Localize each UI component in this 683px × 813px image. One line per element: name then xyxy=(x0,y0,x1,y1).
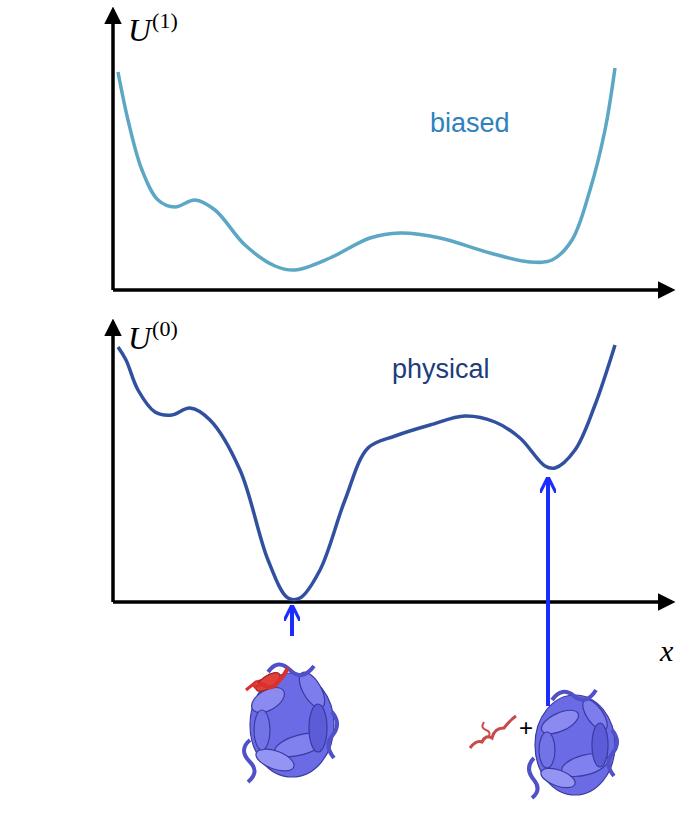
free-protein xyxy=(529,690,617,798)
y-axis xyxy=(111,322,115,602)
protein-peptide-complex xyxy=(244,664,337,782)
free-peptide xyxy=(470,716,516,748)
state-arrow xyxy=(290,608,294,636)
x-axis xyxy=(113,600,672,604)
curve-label: physical xyxy=(392,356,490,383)
axis-symbol: U xyxy=(128,14,151,46)
plus-sign: + xyxy=(519,716,533,740)
axis-superscript: (1) xyxy=(152,10,178,32)
y-axis xyxy=(111,10,115,290)
axis-symbol: x xyxy=(660,636,673,666)
axis-symbol: U xyxy=(128,322,151,354)
curve-label: biased xyxy=(430,110,510,137)
state-arrow xyxy=(546,480,550,706)
axis-superscript: (0) xyxy=(152,318,178,340)
biased-curve xyxy=(118,68,615,270)
physical-curve xyxy=(118,345,615,600)
x-axis xyxy=(113,288,672,292)
